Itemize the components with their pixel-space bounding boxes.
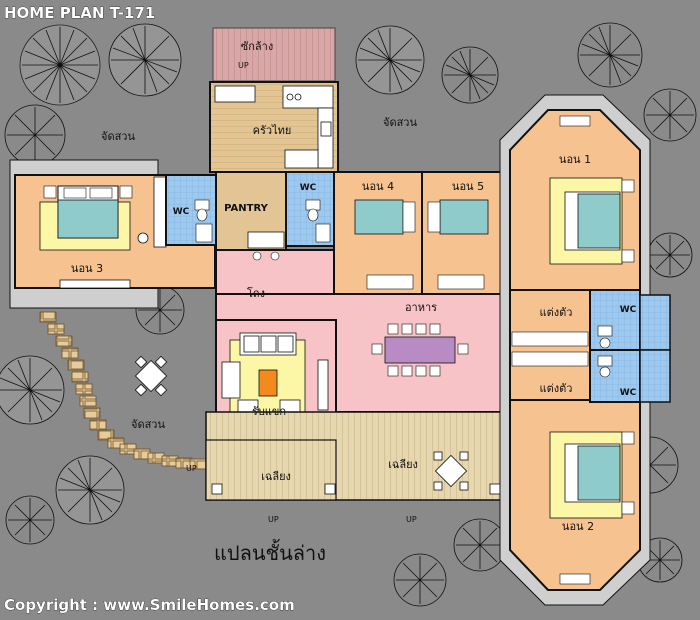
thai-kitchen-label: ครัวไทย (253, 124, 292, 137)
plan-title: HOME PLAN T-171 (4, 4, 155, 22)
chair-icon (137, 232, 149, 244)
copyright-text: Copyright : www.SmileHomes.com (4, 596, 295, 614)
bedroom-1-label: นอน 1 (559, 153, 591, 166)
toilet-icon (194, 199, 213, 243)
garden-label: จัดสวน (383, 116, 417, 129)
tree-icon (647, 232, 693, 278)
tree-icon (393, 553, 447, 607)
terrace-label: เฉลียง (388, 458, 418, 471)
pantry-counter (247, 231, 285, 249)
tree-icon (19, 24, 101, 106)
laundry-label: ซักล้าง (241, 40, 273, 53)
sink-icon (320, 121, 332, 137)
wc-label: WC (300, 183, 317, 193)
tree-icon (355, 25, 425, 95)
bed-icon (427, 199, 489, 235)
wc-label: WC (620, 305, 637, 315)
tree-icon (5, 495, 55, 545)
tree-icon (108, 23, 182, 97)
stepping-stone-path (39, 311, 207, 470)
dressing-label: แต่งตัว (540, 382, 573, 395)
shower-bottom (639, 349, 671, 403)
bed-icon (564, 431, 635, 515)
dressing-label: แต่งตัว (540, 306, 573, 319)
bed-icon (43, 185, 133, 239)
wc-label: WC (620, 388, 637, 398)
wardrobe (511, 331, 589, 367)
coffee-table (258, 369, 278, 397)
kitchen-counter (214, 85, 256, 103)
tree-icon (4, 104, 66, 166)
tree-icon (55, 455, 125, 525)
closet (153, 176, 167, 248)
laundry-area (212, 27, 336, 82)
wardrobe (366, 274, 485, 290)
bedroom-3-label: นอน 3 (71, 262, 103, 275)
dresser (59, 279, 131, 289)
garden-label: จัดสวน (101, 130, 135, 143)
stool-icons (252, 251, 280, 261)
window-seat (559, 115, 591, 127)
kitchen-counter (282, 85, 334, 109)
up-label: UP (238, 61, 249, 70)
toilet-icon (305, 199, 331, 243)
garden-label: จัดสวน (131, 418, 165, 431)
tv-cabinet (317, 359, 329, 411)
bedroom-4-label: นอน 4 (362, 180, 394, 193)
tree-icon (441, 46, 499, 104)
stove-icon (286, 93, 302, 101)
plan-caption: แปลนชั้นล่าง (214, 539, 326, 565)
tree-symbols (0, 22, 697, 607)
tree-icon (0, 355, 65, 425)
hall-label: โถง (247, 286, 265, 300)
wc-right-top (589, 289, 641, 351)
terrace-label: เฉลียง (261, 470, 291, 483)
up-label: UP (268, 515, 279, 524)
terrace-step (205, 439, 337, 501)
garden-table-set (134, 355, 168, 397)
bedroom-2-label: นอน 2 (562, 520, 594, 533)
kitchen-counter (284, 149, 319, 169)
bed-icon (354, 199, 416, 235)
up-label: UP (186, 464, 197, 473)
pantry-label: PANTRY (224, 203, 268, 214)
wc-label: WC (173, 207, 190, 217)
terrace-table-set (433, 451, 469, 491)
window-seat (559, 573, 591, 585)
up-label: UP (406, 515, 417, 524)
tree-icon (643, 88, 697, 142)
kitchen-counter (317, 107, 334, 169)
bedroom-5-label: นอน 5 (452, 180, 484, 193)
tree-icon (577, 22, 643, 88)
living-room-label: รับแขก (252, 405, 286, 418)
bed-icon (564, 179, 635, 263)
dining-table (384, 336, 456, 364)
tree-icon (453, 518, 507, 572)
toilet-icon (597, 325, 613, 378)
dining-chairs (371, 323, 469, 377)
shower-top (639, 294, 671, 351)
dining-label: อาหาร (405, 301, 437, 314)
